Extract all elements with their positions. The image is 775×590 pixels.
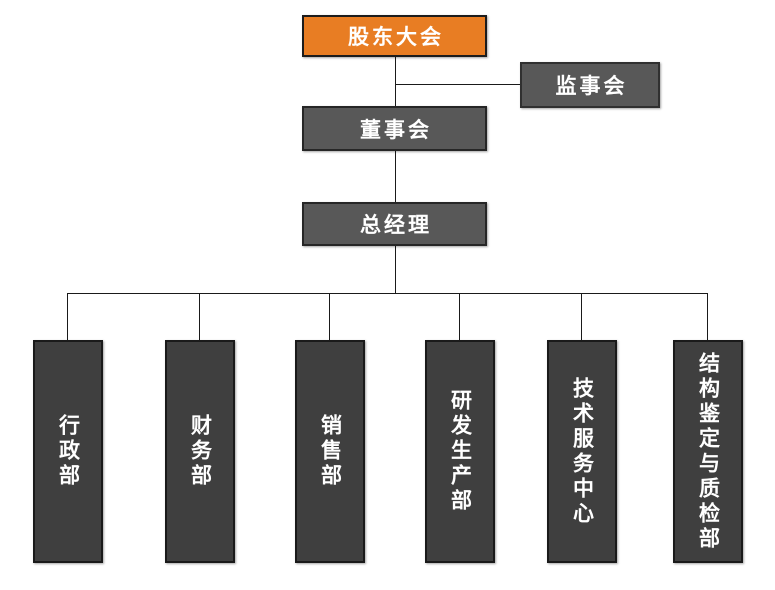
node-dept-tech-service-center-label: 技术服务中心	[570, 376, 595, 527]
connector-board-gm	[395, 151, 396, 202]
node-supervisory-board: 监事会	[520, 62, 660, 108]
node-dept-finance: 财务部	[165, 340, 235, 563]
connector-drop-quality	[707, 293, 708, 340]
connector-drop-finance	[199, 293, 200, 340]
connector-shareholders-board	[395, 57, 396, 106]
connector-gm-bus	[395, 246, 396, 293]
node-dept-rnd-production-label: 研发生产部	[448, 389, 473, 514]
connector-shareholders-supervisory	[395, 84, 520, 85]
connector-departments-bus	[67, 293, 707, 294]
node-dept-admin: 行政部	[33, 340, 103, 563]
node-dept-sales-label: 销售部	[318, 414, 343, 489]
connector-drop-admin	[67, 293, 68, 340]
node-dept-admin-label: 行政部	[56, 414, 81, 489]
node-board-of-directors: 董事会	[302, 106, 487, 151]
connector-drop-tech-service	[581, 293, 582, 340]
node-supervisory-board-label: 监事会	[555, 74, 628, 98]
connector-drop-rnd-production	[459, 293, 460, 340]
node-dept-sales: 销售部	[295, 340, 365, 563]
node-shareholders-meeting: 股东大会	[302, 15, 487, 57]
node-general-manager: 总经理	[302, 202, 487, 246]
node-dept-tech-service-center: 技术服务中心	[547, 340, 617, 563]
node-dept-structure-quality: 结构鉴定与质检部	[673, 340, 743, 563]
node-dept-structure-quality-label: 结构鉴定与质检部	[696, 351, 721, 552]
node-shareholders-meeting-label: 股东大会	[348, 25, 444, 49]
node-board-of-directors-label: 董事会	[360, 117, 432, 142]
connector-drop-sales	[329, 293, 330, 340]
node-dept-finance-label: 财务部	[188, 414, 213, 489]
node-general-manager-label: 总经理	[360, 213, 432, 237]
node-dept-rnd-production: 研发生产部	[425, 340, 495, 563]
